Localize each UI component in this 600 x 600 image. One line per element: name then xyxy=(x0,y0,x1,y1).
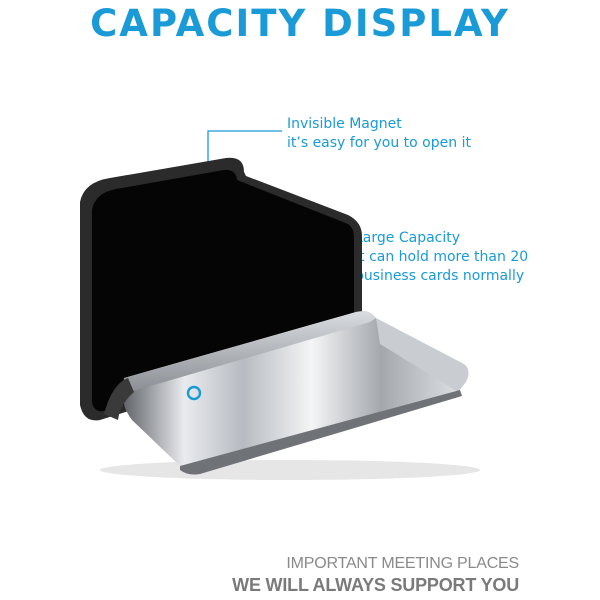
footer-tagline-2: WE WILL ALWAYS SUPPORT YOU xyxy=(232,575,519,595)
callout-magnet: Invisible Magnet it’s easy for you to op… xyxy=(287,115,471,153)
callout-capacity-desc-1: It can hold more than 20 xyxy=(355,249,529,265)
callout-capacity: Large Capacity It can hold more than 20 … xyxy=(355,229,528,286)
callout-magnet-title: Invisible Magnet xyxy=(287,116,402,132)
card-holder-image xyxy=(80,157,480,480)
callout-capacity-title: Large Capacity xyxy=(355,230,461,246)
callout-magnet-desc: it’s easy for you to open it xyxy=(287,135,471,151)
page-title: CAPACITY DISPLAY xyxy=(90,2,510,45)
callout-capacity-desc-2: business cards normally xyxy=(355,268,525,284)
footer-tagline-1: IMPORTANT MEETING PLACES xyxy=(286,555,519,572)
